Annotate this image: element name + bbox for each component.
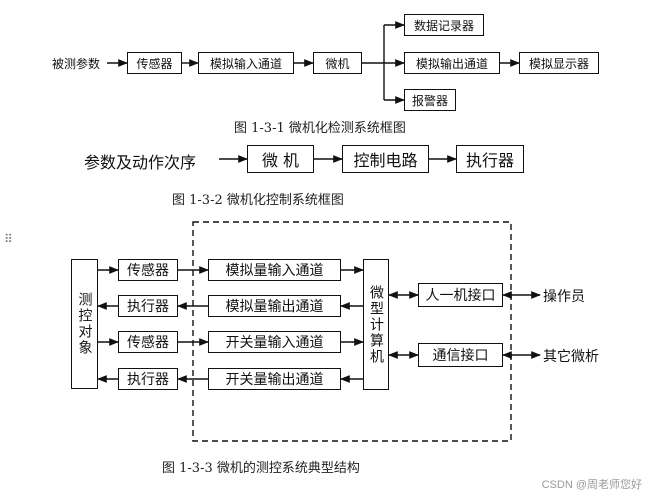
fig3-other-micro-label: 其它微析 bbox=[543, 349, 599, 365]
fig2-micro-box: 微 机 bbox=[247, 145, 314, 173]
fig3-analog-output-box: 模拟量输出通道 bbox=[208, 295, 341, 317]
fig3-operator-label: 操作员 bbox=[543, 289, 585, 305]
fig3-micro-box: 微型计算机 bbox=[363, 259, 389, 390]
drag-handle-icon[interactable]: ⠿ bbox=[4, 232, 13, 246]
fig3-hmi-box: 人一机接口 bbox=[418, 283, 503, 307]
fig1-input-label: 被测参数 bbox=[52, 57, 101, 71]
fig2-input-label: 参数及动作次序 bbox=[84, 153, 197, 172]
fig2-actuator-box: 执行器 bbox=[456, 145, 524, 173]
fig3-micro-label: 微型计算机 bbox=[368, 284, 384, 365]
fig3-actuator-box-2: 执行器 bbox=[118, 368, 178, 390]
fig3-object-box: 测控对象 bbox=[71, 259, 98, 389]
fig1-sensor-box: 传感器 bbox=[127, 52, 182, 74]
fig1-analog-output-box: 模拟输出通道 bbox=[404, 52, 500, 74]
fig1-recorder-box: 数据记录器 bbox=[404, 14, 484, 36]
fig1-analog-input-box: 模拟输入通道 bbox=[198, 52, 294, 74]
fig3-switch-output-box: 开关量输出通道 bbox=[208, 368, 341, 390]
fig3-sensor-box-2: 传感器 bbox=[118, 331, 178, 353]
fig1-analog-display-box: 模拟显示器 bbox=[519, 52, 599, 74]
fig2-control-circuit-box: 控制电路 bbox=[342, 145, 429, 173]
fig1-caption: 图 1-3-1 微机化检测系统框图 bbox=[234, 121, 406, 136]
fig3-actuator-box-1: 执行器 bbox=[118, 295, 178, 317]
fig1-micro-box: 微机 bbox=[313, 52, 362, 74]
fig3-caption: 图 1-3-3 微机的测控系统典型结构 bbox=[162, 461, 360, 476]
fig3-analog-input-box: 模拟量输入通道 bbox=[208, 259, 341, 281]
fig3-switch-input-box: 开关量输入通道 bbox=[208, 331, 341, 353]
fig1-alarm-box: 报警器 bbox=[404, 89, 456, 111]
fig3-comm-box: 通信接口 bbox=[418, 343, 503, 367]
fig2-caption: 图 1-3-2 微机化控制系统框图 bbox=[172, 193, 344, 208]
fig3-object-label: 测控对象 bbox=[76, 292, 93, 356]
fig3-dashed-boundary bbox=[192, 221, 512, 442]
fig3-sensor-box-1: 传感器 bbox=[118, 259, 178, 281]
watermark: CSDN @周老师您好 bbox=[541, 479, 642, 491]
